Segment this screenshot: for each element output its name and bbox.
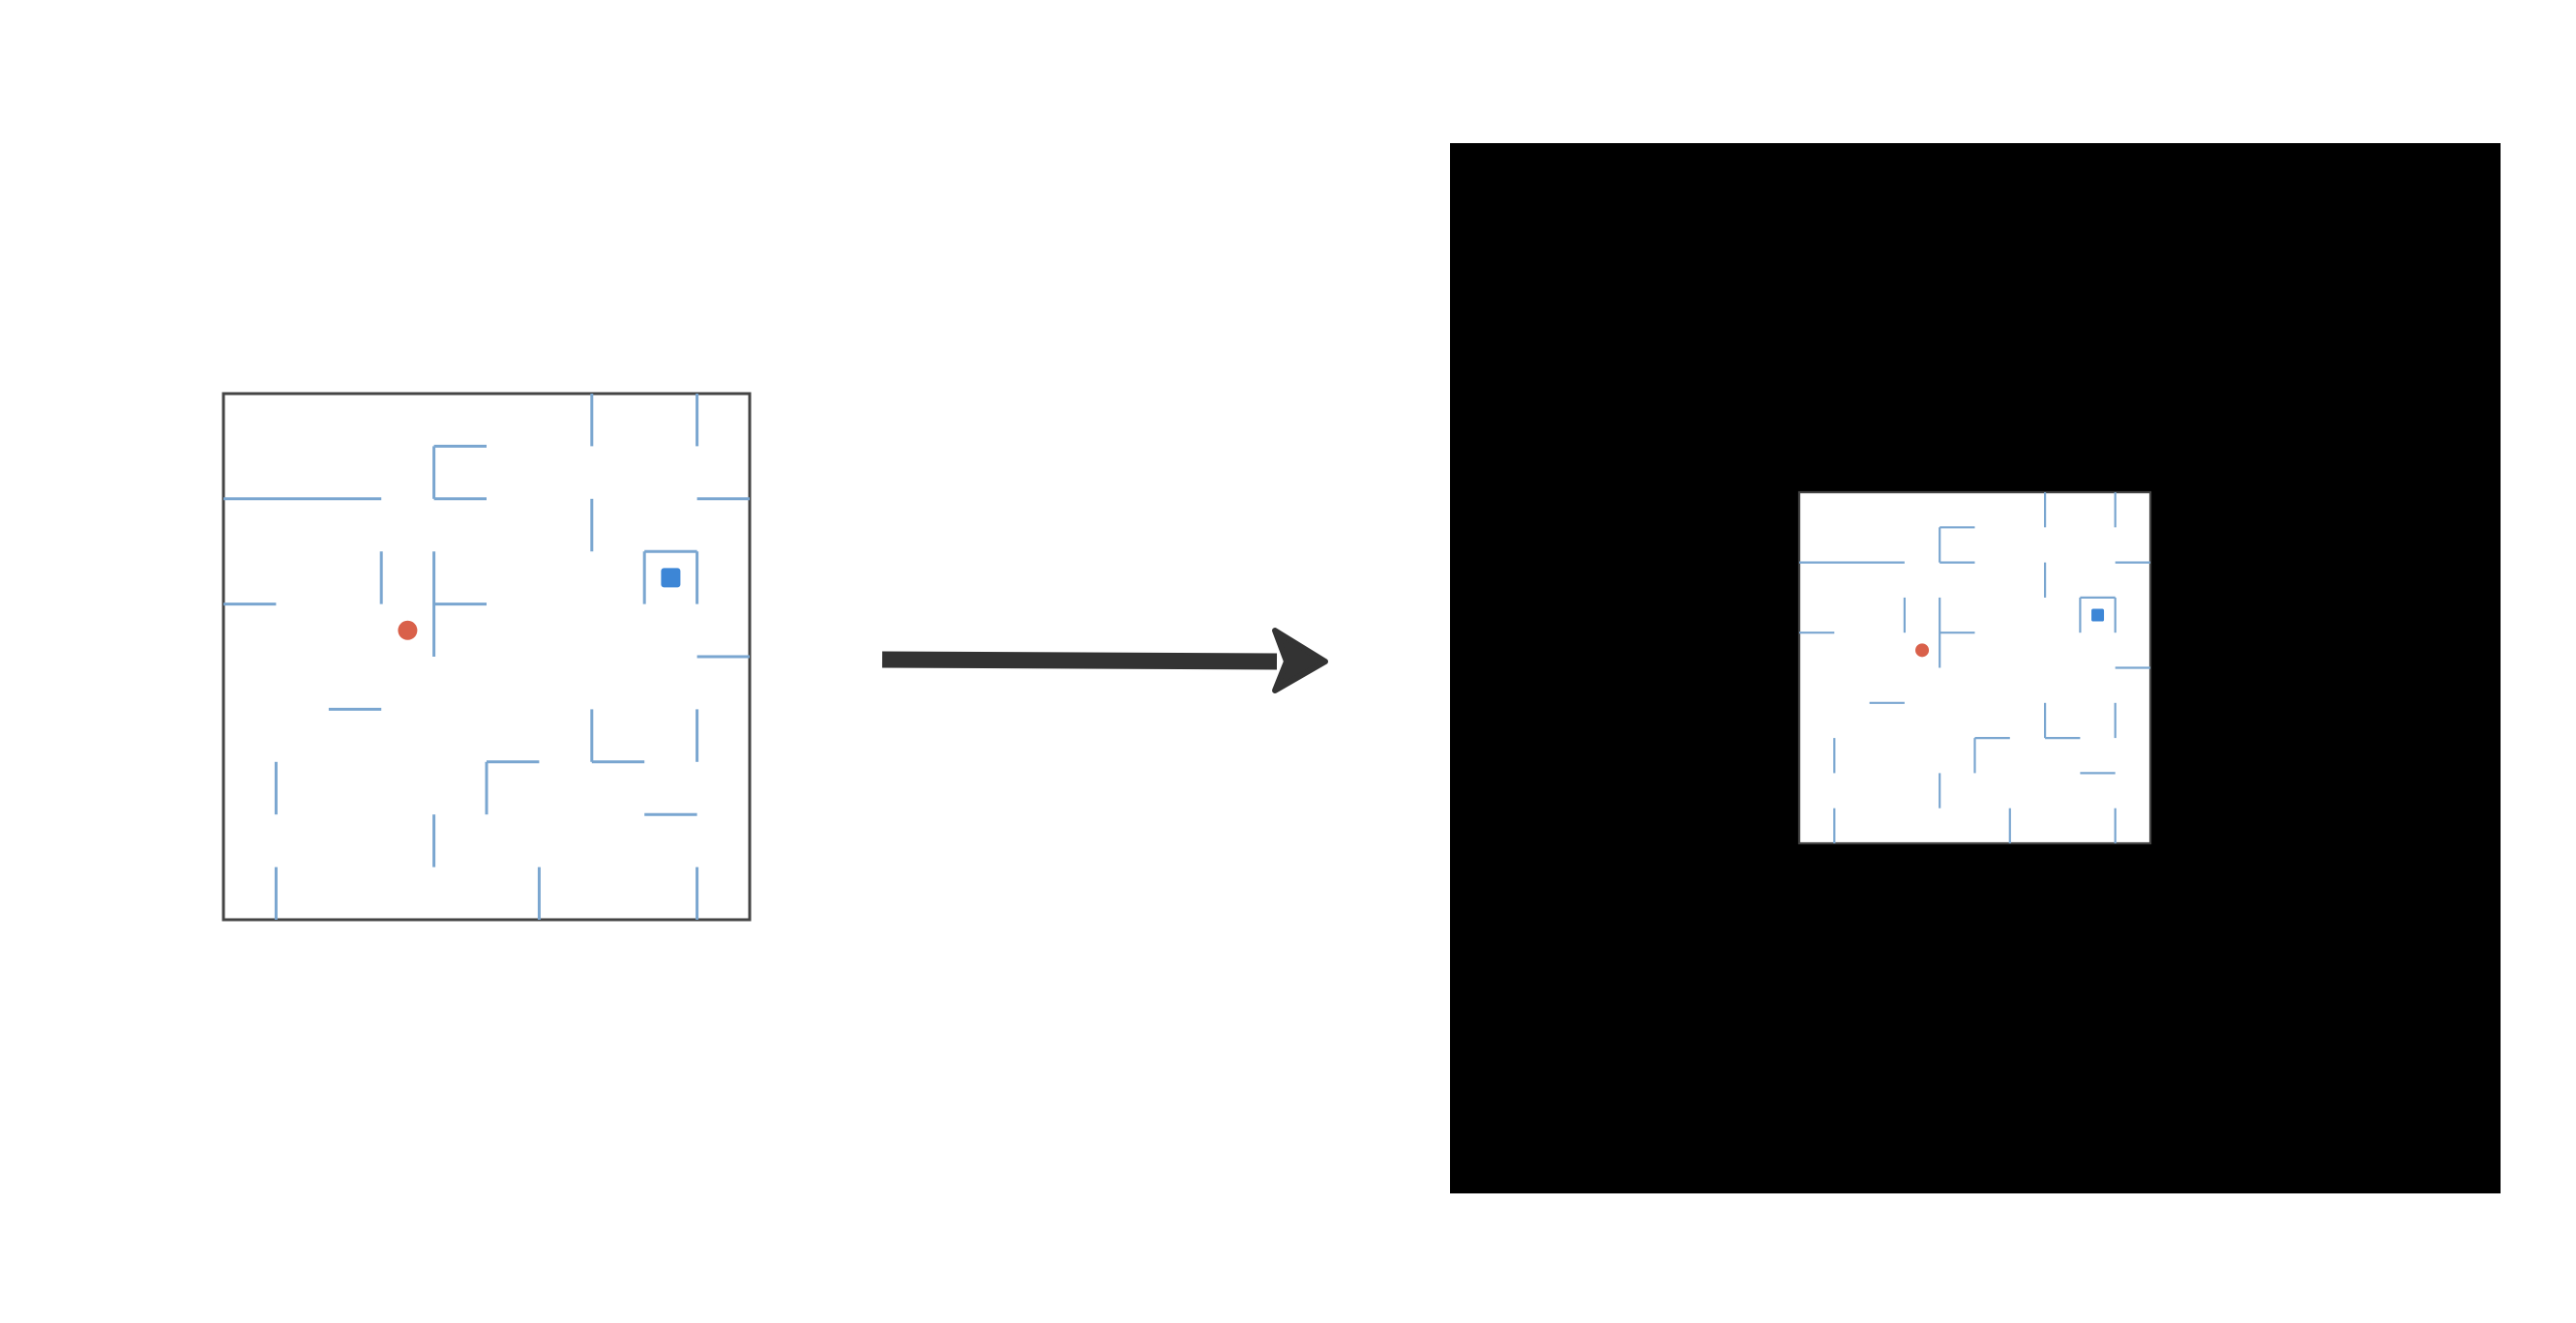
original-maze (222, 392, 752, 922)
arrow-shaft (881, 651, 1278, 670)
maze-border (222, 392, 752, 922)
padded-maze (1797, 490, 2152, 845)
agent-marker (1915, 643, 1930, 658)
maze-border (1797, 490, 2152, 845)
agent-marker (398, 620, 418, 640)
arrow-head (1272, 628, 1328, 693)
goal-marker (661, 568, 681, 588)
goal-marker (2091, 608, 2105, 622)
transform-arrow (881, 628, 1328, 693)
